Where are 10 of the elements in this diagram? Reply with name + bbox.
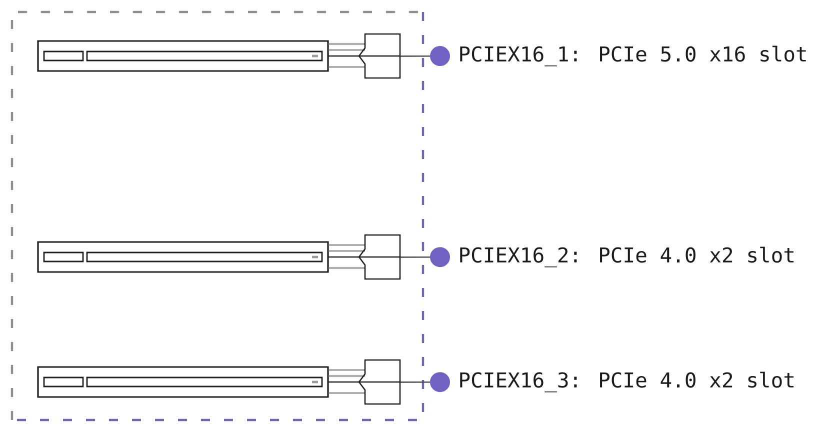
slot-label: PCIEX16_3: PCIe 4.0 x2 slot — [460, 372, 794, 392]
leader-line — [400, 372, 450, 392]
dashed-frame — [10, 10, 424, 422]
slot-drawing — [37, 234, 401, 280]
slot-label: PCIEX16_2: PCIe 4.0 x2 slot — [460, 246, 794, 268]
slot-drawing — [37, 33, 401, 79]
slot-label: PCIEX16_1: PCIe 5.0 x16 slot — [460, 46, 806, 66]
slot-drawing — [37, 359, 401, 405]
leader-line — [400, 247, 450, 268]
leader-line — [400, 46, 450, 66]
